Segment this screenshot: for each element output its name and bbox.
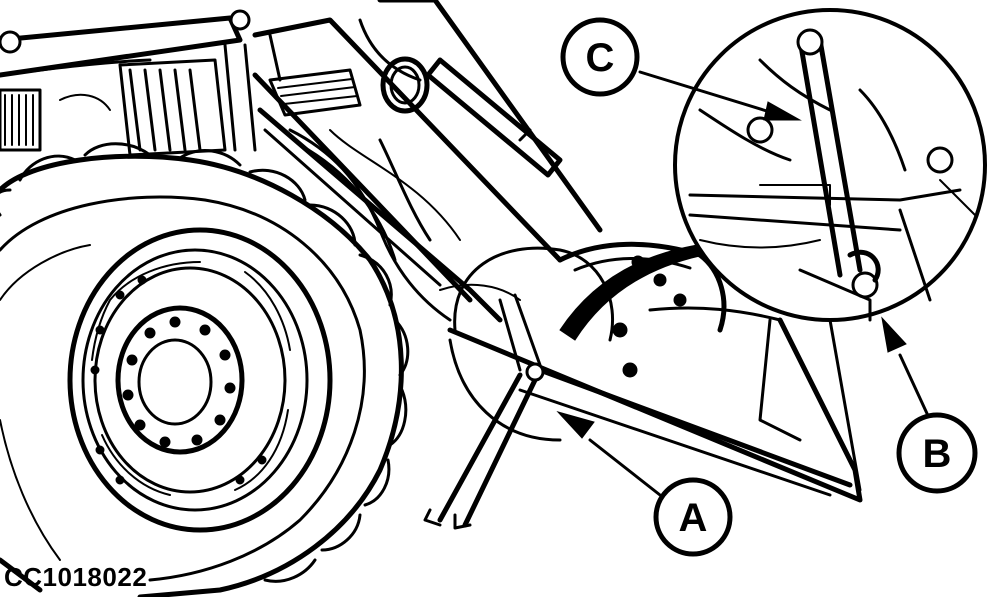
callout-a-text: A — [679, 496, 708, 540]
callout-c-text: C — [586, 36, 615, 80]
detail-source-circle — [448, 246, 615, 442]
wheel-rim — [67, 227, 333, 533]
callout-c: C — [560, 17, 640, 97]
attachment-frame — [423, 239, 863, 530]
callout-b: B — [896, 412, 978, 494]
callout-a: A — [653, 477, 733, 557]
tractor-body — [0, 9, 257, 157]
callout-b-text: B — [923, 432, 952, 476]
loader-frame — [252, 0, 603, 323]
detail-magnifier — [673, 8, 987, 322]
figure-id: CC1018022 — [4, 562, 148, 592]
leader-lines — [556, 70, 932, 497]
